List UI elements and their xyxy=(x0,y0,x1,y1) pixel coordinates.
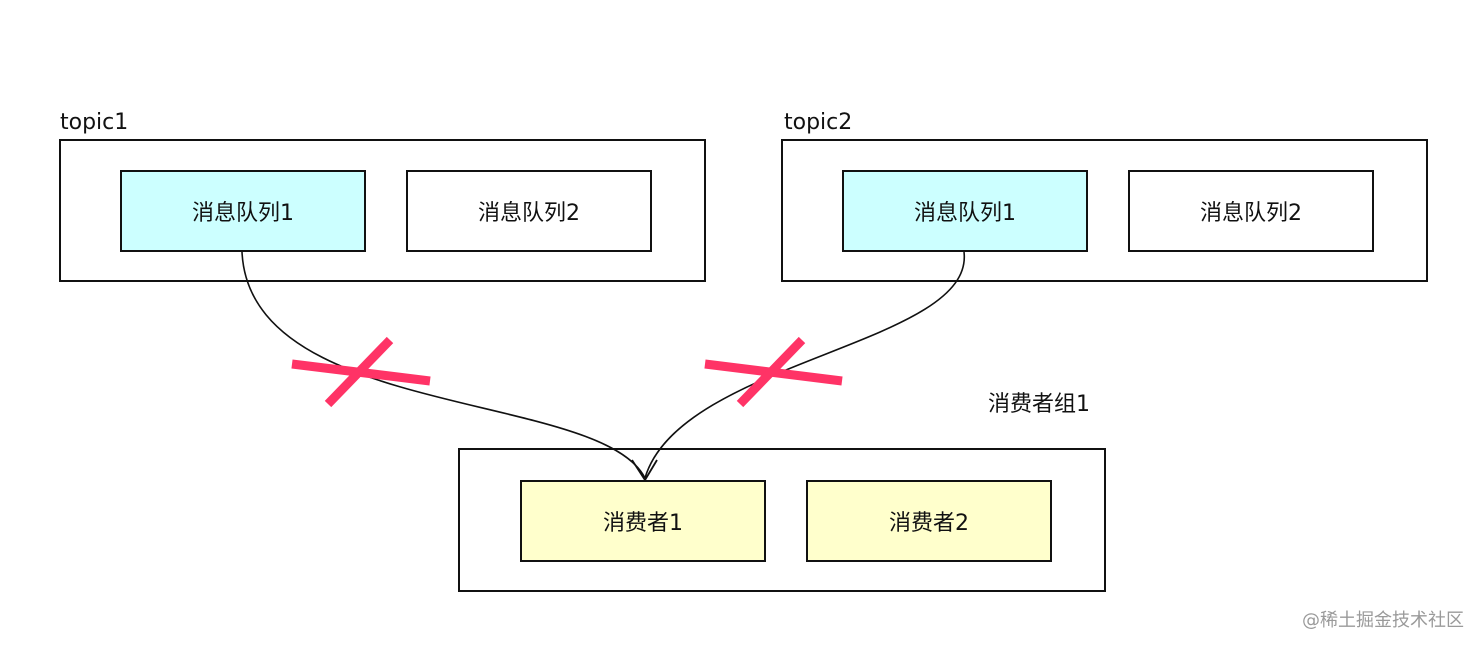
topic1-queue1[interactable]: 消息队列1 xyxy=(120,170,366,252)
topic2-queue2-label: 消息队列2 xyxy=(1200,201,1302,226)
edge-topic1-queue1-to-consumer1 xyxy=(241,251,646,479)
topic1-queue1-label: 消息队列1 xyxy=(192,201,294,226)
topic1-queue2-label: 消息队列2 xyxy=(478,201,580,226)
topic2-box xyxy=(781,139,1428,282)
consumer2[interactable]: 消费者2 xyxy=(806,480,1052,562)
consumer-group-title: 消费者组1 xyxy=(988,392,1090,417)
blocked-mark-topic2-icon xyxy=(704,336,843,408)
topic2-queue1[interactable]: 消息队列1 xyxy=(842,170,1088,252)
edge-topic2-queue1-to-consumer1 xyxy=(644,251,965,479)
topic2-queue2[interactable]: 消息队列2 xyxy=(1128,170,1374,252)
topic1-title: topic1 xyxy=(60,110,129,135)
topic2-queue1-label: 消息队列1 xyxy=(914,201,1016,226)
blocked-mark-topic1-icon xyxy=(291,336,431,408)
consumer2-label: 消费者2 xyxy=(889,511,969,536)
topic1-queue2[interactable]: 消息队列2 xyxy=(406,170,652,252)
consumer1[interactable]: 消费者1 xyxy=(520,480,766,562)
topic2-title: topic2 xyxy=(784,110,853,135)
consumer1-label: 消费者1 xyxy=(603,511,683,536)
watermark: @稀土掘金技术社区 xyxy=(1302,610,1464,631)
